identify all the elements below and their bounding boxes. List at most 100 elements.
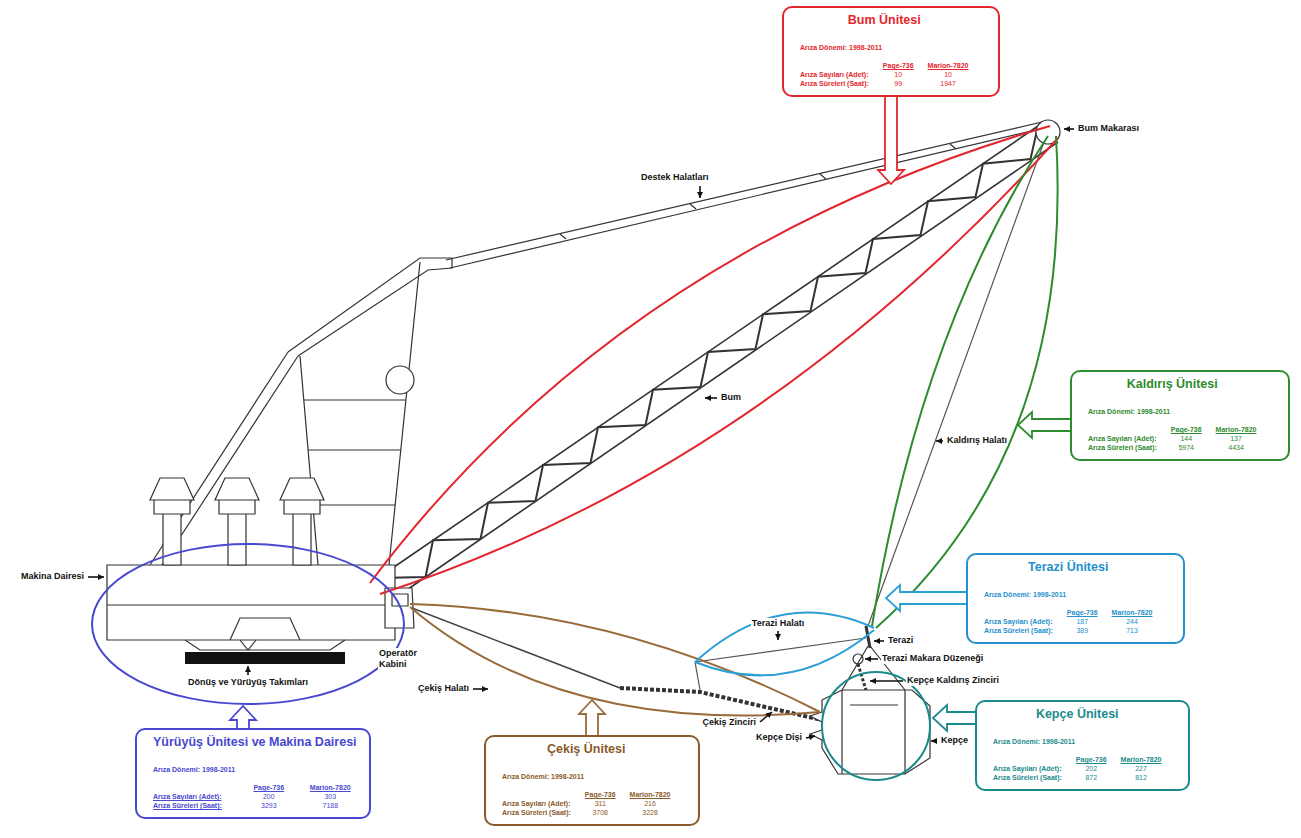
roof-vent xyxy=(150,478,194,565)
cell-value: 5974 xyxy=(1171,443,1202,452)
row-label: Arıza Süreleri (Saat): xyxy=(984,626,1053,635)
leader-arrow xyxy=(473,688,488,690)
column-header: Page-736 xyxy=(1076,755,1107,764)
cell-value: 713 xyxy=(1112,626,1153,635)
gantry-leg xyxy=(162,356,298,565)
leader-arrow xyxy=(760,712,772,722)
part-label: Terazi Makara Düzeneği xyxy=(881,653,984,664)
leader-arrow xyxy=(247,666,249,675)
period-note: Arıza Dönemi: 1998-2011 xyxy=(984,590,1152,599)
row-label: Arıza Sayıları (Adet): xyxy=(1088,434,1157,443)
mast-post xyxy=(388,262,420,575)
roof-vent xyxy=(215,478,259,565)
leader-arrow xyxy=(88,576,104,578)
part-label: Bum xyxy=(720,392,742,403)
callout-box: Terazi ÜnitesiArıza Dönemi: 1998-2011Pag… xyxy=(966,553,1185,644)
period-note: Arıza Dönemi: 1998-2011 xyxy=(153,765,357,774)
cell-value: 202 xyxy=(1076,764,1107,773)
cell-value: 7188 xyxy=(304,801,357,810)
cell-value: 812 xyxy=(1121,773,1162,782)
cell-value: 137 xyxy=(1216,434,1257,443)
column-header: Page-736 xyxy=(248,783,290,792)
box-heading: Çekiş Ünitesi xyxy=(502,742,670,757)
column-header: Marion-7820 xyxy=(1216,425,1257,434)
row-label: Arıza Süreleri (Saat): xyxy=(800,79,869,88)
cell-value: 10 xyxy=(928,70,969,79)
part-label: Bum Makarası xyxy=(1077,123,1140,134)
part-label: Dönüş ve Yürüyüş Takımları xyxy=(187,677,309,688)
boom-chord xyxy=(378,126,1038,578)
cell-value: 216 xyxy=(630,799,671,808)
cell-value: 4434 xyxy=(1216,443,1257,452)
cell-value: 1947 xyxy=(928,79,969,88)
part-label: Kepçe Dişi xyxy=(755,732,803,743)
cell-value: 311 xyxy=(585,799,616,808)
spreader-unit-outline xyxy=(695,613,874,662)
row-label: Arıza Sayıları (Adet): xyxy=(153,792,234,801)
machine-unit-outline xyxy=(92,544,404,704)
part-label: Çekiş Zinciri xyxy=(701,717,757,728)
period-note: Arıza Dönemi: 1998-2011 xyxy=(993,737,1161,746)
cell-value: 3228 xyxy=(630,808,671,817)
row-label: Arıza Süreleri (Saat): xyxy=(993,773,1062,782)
callout-box: Kepçe ÜnitesiArıza Dönemi: 1998-2011Page… xyxy=(975,700,1190,791)
part-label: Terazi xyxy=(887,635,914,646)
column-header: Marion-7820 xyxy=(928,61,969,70)
cell-value: 3708 xyxy=(585,808,616,817)
row-label: Arıza Sayıları (Adet): xyxy=(800,70,869,79)
column-header: Marion-7820 xyxy=(1112,608,1153,617)
row-label: Arıza Süreleri (Saat): xyxy=(153,801,234,810)
boom-unit-outline xyxy=(380,138,1058,594)
column-header: Page-736 xyxy=(1067,608,1098,617)
leader-arrow xyxy=(870,680,903,682)
gantry-top xyxy=(288,258,452,356)
cell-value: 187 xyxy=(1067,617,1098,626)
bucket-detail xyxy=(842,690,905,774)
house-line xyxy=(107,604,395,605)
box-heading: Yürüyüş Ünitesi ve Makina Dairesi xyxy=(153,735,357,750)
leader-arrow xyxy=(931,740,937,742)
leader-arrow xyxy=(865,658,878,660)
row-label: Arıza Sayıları (Adet): xyxy=(993,764,1062,773)
cell-value: 10 xyxy=(883,70,914,79)
hoist-chain xyxy=(858,664,866,690)
part-label: Operatör Kabini xyxy=(378,648,428,670)
callout-box: Kaldırış ÜnitesiArıza Dönemi: 1998-2011P… xyxy=(1070,370,1290,461)
leader-arrow xyxy=(874,640,884,642)
tracks xyxy=(185,652,345,664)
cell-value: 872 xyxy=(1076,773,1107,782)
gantry-leg xyxy=(150,352,288,565)
callout-arrow xyxy=(886,585,976,611)
column-header: Marion-7820 xyxy=(304,783,357,792)
cell-value: 200 xyxy=(248,792,290,801)
callout-box: Çekiş ÜnitesiArıza Dönemi: 1998-2011Page… xyxy=(484,735,700,826)
leader-arrow xyxy=(806,736,815,738)
row-label: Arıza Sayıları (Adet): xyxy=(984,617,1053,626)
bucket xyxy=(822,690,930,774)
cell-value: 144 xyxy=(1171,434,1202,443)
callout-box: Yürüyüş Ünitesi ve Makina DairesiArıza D… xyxy=(135,728,371,819)
part-label: Destek Halatları xyxy=(640,172,710,183)
boom-lattice xyxy=(378,126,1038,578)
part-label: Çekiş Halatı xyxy=(417,683,470,694)
suspension-rope xyxy=(446,122,1042,260)
cell-value: 3293 xyxy=(248,801,290,810)
row-label: Arıza Süreleri (Saat): xyxy=(1088,443,1157,452)
bucket-teeth xyxy=(810,712,822,740)
leader-arrow xyxy=(777,631,779,640)
part-label: Terazi Halatı xyxy=(751,618,805,629)
period-note: Arıza Dönemi: 1998-2011 xyxy=(800,43,968,52)
cell-value: 389 xyxy=(1067,626,1098,635)
cell-value: 244 xyxy=(1112,617,1153,626)
bucket-unit-outline xyxy=(822,672,930,780)
period-note: Arıza Dönemi: 1998-2011 xyxy=(1088,407,1256,416)
row-label: Arıza Süreleri (Saat): xyxy=(502,808,571,817)
mast-sheave xyxy=(386,366,414,394)
boom-chord xyxy=(398,142,1058,596)
part-label: Kepçe xyxy=(940,735,969,746)
boom-unit-outline xyxy=(370,126,1050,583)
leader-arrow xyxy=(936,440,943,442)
leader-arrow xyxy=(1064,128,1074,130)
part-label: Makina Dairesi xyxy=(20,571,85,582)
